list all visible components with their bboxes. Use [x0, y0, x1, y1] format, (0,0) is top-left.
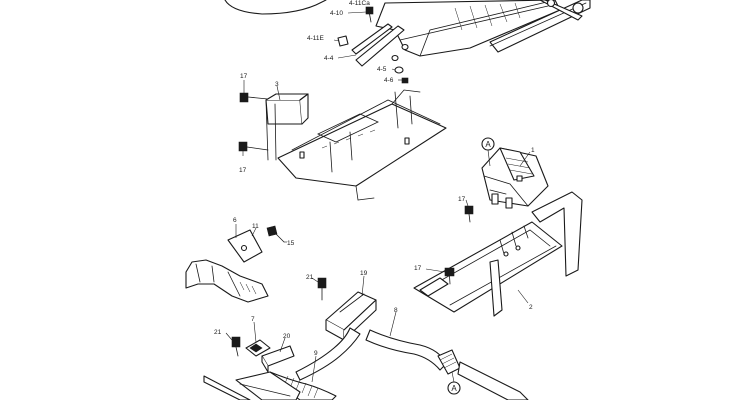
label-20: 20 — [283, 333, 291, 340]
bolt-17-upper-part — [239, 92, 269, 103]
label-8: 8 — [394, 307, 398, 314]
controller-unit-1-part — [481, 147, 549, 209]
label-9: 9 — [314, 350, 318, 357]
bolt-21-lower-part — [231, 336, 241, 357]
bolt-17-right-part — [464, 205, 474, 223]
label-4-5: 4-5 — [377, 66, 387, 73]
label-4-6: 4-6 — [384, 77, 394, 84]
bolt-17-lower-part — [238, 141, 269, 152]
bolt-17-frame-part — [444, 267, 455, 285]
label-4-4: 4-4 — [324, 55, 334, 62]
label-6: 6 — [233, 217, 237, 224]
bolt-15-part — [266, 225, 285, 243]
label-21-upper: 21 — [306, 274, 314, 281]
bottom-rail-part — [203, 361, 529, 400]
svg-text:A: A — [451, 384, 457, 393]
label-1: 1 — [531, 147, 535, 154]
bolt-21-upper-part — [317, 277, 327, 301]
bolt-4-10-part — [365, 6, 374, 23]
top-cover-part — [224, 0, 327, 15]
connector-7-part — [245, 339, 271, 357]
label-17-upper: 17 — [240, 73, 248, 80]
svg-text:A: A — [485, 140, 491, 149]
label-17-lower: 17 — [239, 167, 247, 174]
washer-4-5-part — [394, 66, 404, 74]
label-17-frame: 17 — [414, 265, 422, 272]
label-2: 2 — [529, 304, 533, 311]
nut-4-6-part — [401, 77, 409, 84]
marker-a-bottom: A — [447, 371, 461, 395]
label-7: 7 — [251, 316, 255, 323]
label-4-11ca: 4-11Ca — [349, 0, 370, 7]
bracket-20-part — [261, 345, 295, 373]
label-17-right: 17 — [458, 196, 466, 203]
bracket-6-part — [227, 229, 263, 263]
label-4-11e: 4-11E — [307, 35, 325, 42]
label-21-lower: 21 — [214, 329, 222, 336]
mounting-plate-part — [277, 89, 447, 201]
label-11: 11 — [252, 223, 259, 230]
strap-bracket-part — [351, 23, 405, 67]
bracket-3-part — [265, 93, 309, 161]
left-frame-part — [185, 259, 269, 303]
clip-4-11e-part — [337, 35, 349, 47]
label-15: 15 — [287, 240, 295, 247]
label-4-10: 4-10 — [330, 10, 343, 17]
top-tray-part — [375, 0, 561, 57]
marker-b-top — [572, 2, 584, 14]
marker-a-top: A — [481, 137, 495, 167]
label-3: 3 — [275, 81, 279, 88]
leader-lines — [225, 11, 531, 383]
support-frame-2-part — [413, 191, 583, 317]
label-19: 19 — [360, 270, 368, 277]
harness-8-part — [295, 327, 461, 381]
small-pin-part — [391, 43, 409, 62]
top-right-rail-part — [489, 0, 591, 53]
part-labels: 4-11Ca 4-10 4-11E 4-4 4-5 4-6 17 17 3 1 … — [214, 0, 535, 357]
